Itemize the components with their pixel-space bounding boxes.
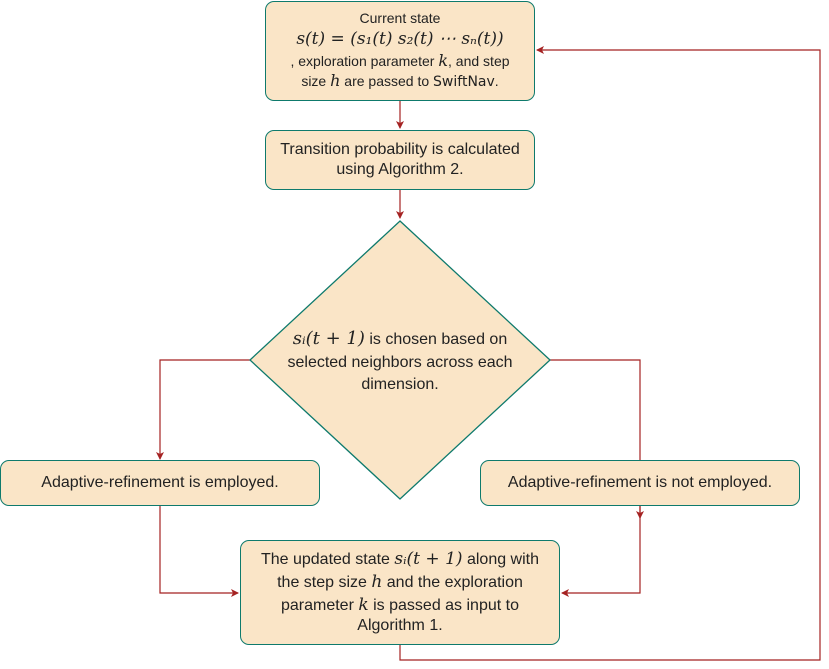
edge-decision-to-left: [156, 359, 250, 460]
edge-left-to-final: [159, 506, 239, 597]
start-formula: s(t) = (s₁(t) s₂(t) ⋯ sₙ(t)): [296, 28, 504, 49]
final-node: The updated state sᵢ(t + 1) along with t…: [240, 540, 560, 645]
decision-line-3: dimension.: [361, 375, 439, 393]
transition-text: Transition probability is calculated usi…: [280, 141, 520, 178]
final-line-2: the step size h and the exploration: [277, 571, 523, 592]
edge-final-to-start: [399, 46, 821, 661]
var-si: sᵢ(t + 1): [292, 328, 365, 349]
right-node: Adaptive-refinement is not employed.: [480, 460, 800, 506]
var-si-final: sᵢ(t + 1): [394, 548, 463, 569]
start-line-1: Current state: [359, 10, 441, 27]
var-h-final: h: [371, 571, 383, 592]
start-line-3: , exploration parameter k, and step: [290, 51, 510, 71]
final-line-3: parameter k is passed as input to: [280, 594, 519, 615]
decision-text: sᵢ(t + 1) is chosen based on selected ne…: [250, 327, 550, 396]
right-text: Adaptive-refinement is not employed.: [507, 474, 773, 491]
final-line-1: The updated state sᵢ(t + 1) along with: [260, 548, 540, 569]
var-k: k: [438, 51, 449, 71]
left-text: Adaptive-refinement is employed.: [41, 474, 279, 491]
var-k-final: k: [358, 594, 369, 615]
swiftnav-name: SwiftNav: [433, 74, 495, 91]
decision-diamond: [249, 220, 551, 500]
decision-line-1: sᵢ(t + 1) is chosen based on: [292, 328, 508, 349]
left-node: Adaptive-refinement is employed.: [0, 460, 320, 506]
decision-line-2: selected neighbors across each: [287, 353, 513, 371]
start-line-4: size h are passed to SwiftNav.: [301, 71, 499, 91]
edge-right-to-final: [561, 506, 641, 597]
var-h: h: [330, 71, 341, 91]
transition-node: Transition probability is calculated usi…: [265, 130, 535, 190]
start-node: Current state s(t) = (s₁(t) s₂(t) ⋯ sₙ(t…: [265, 1, 535, 101]
final-line-4: Algorithm 1.: [357, 617, 443, 635]
